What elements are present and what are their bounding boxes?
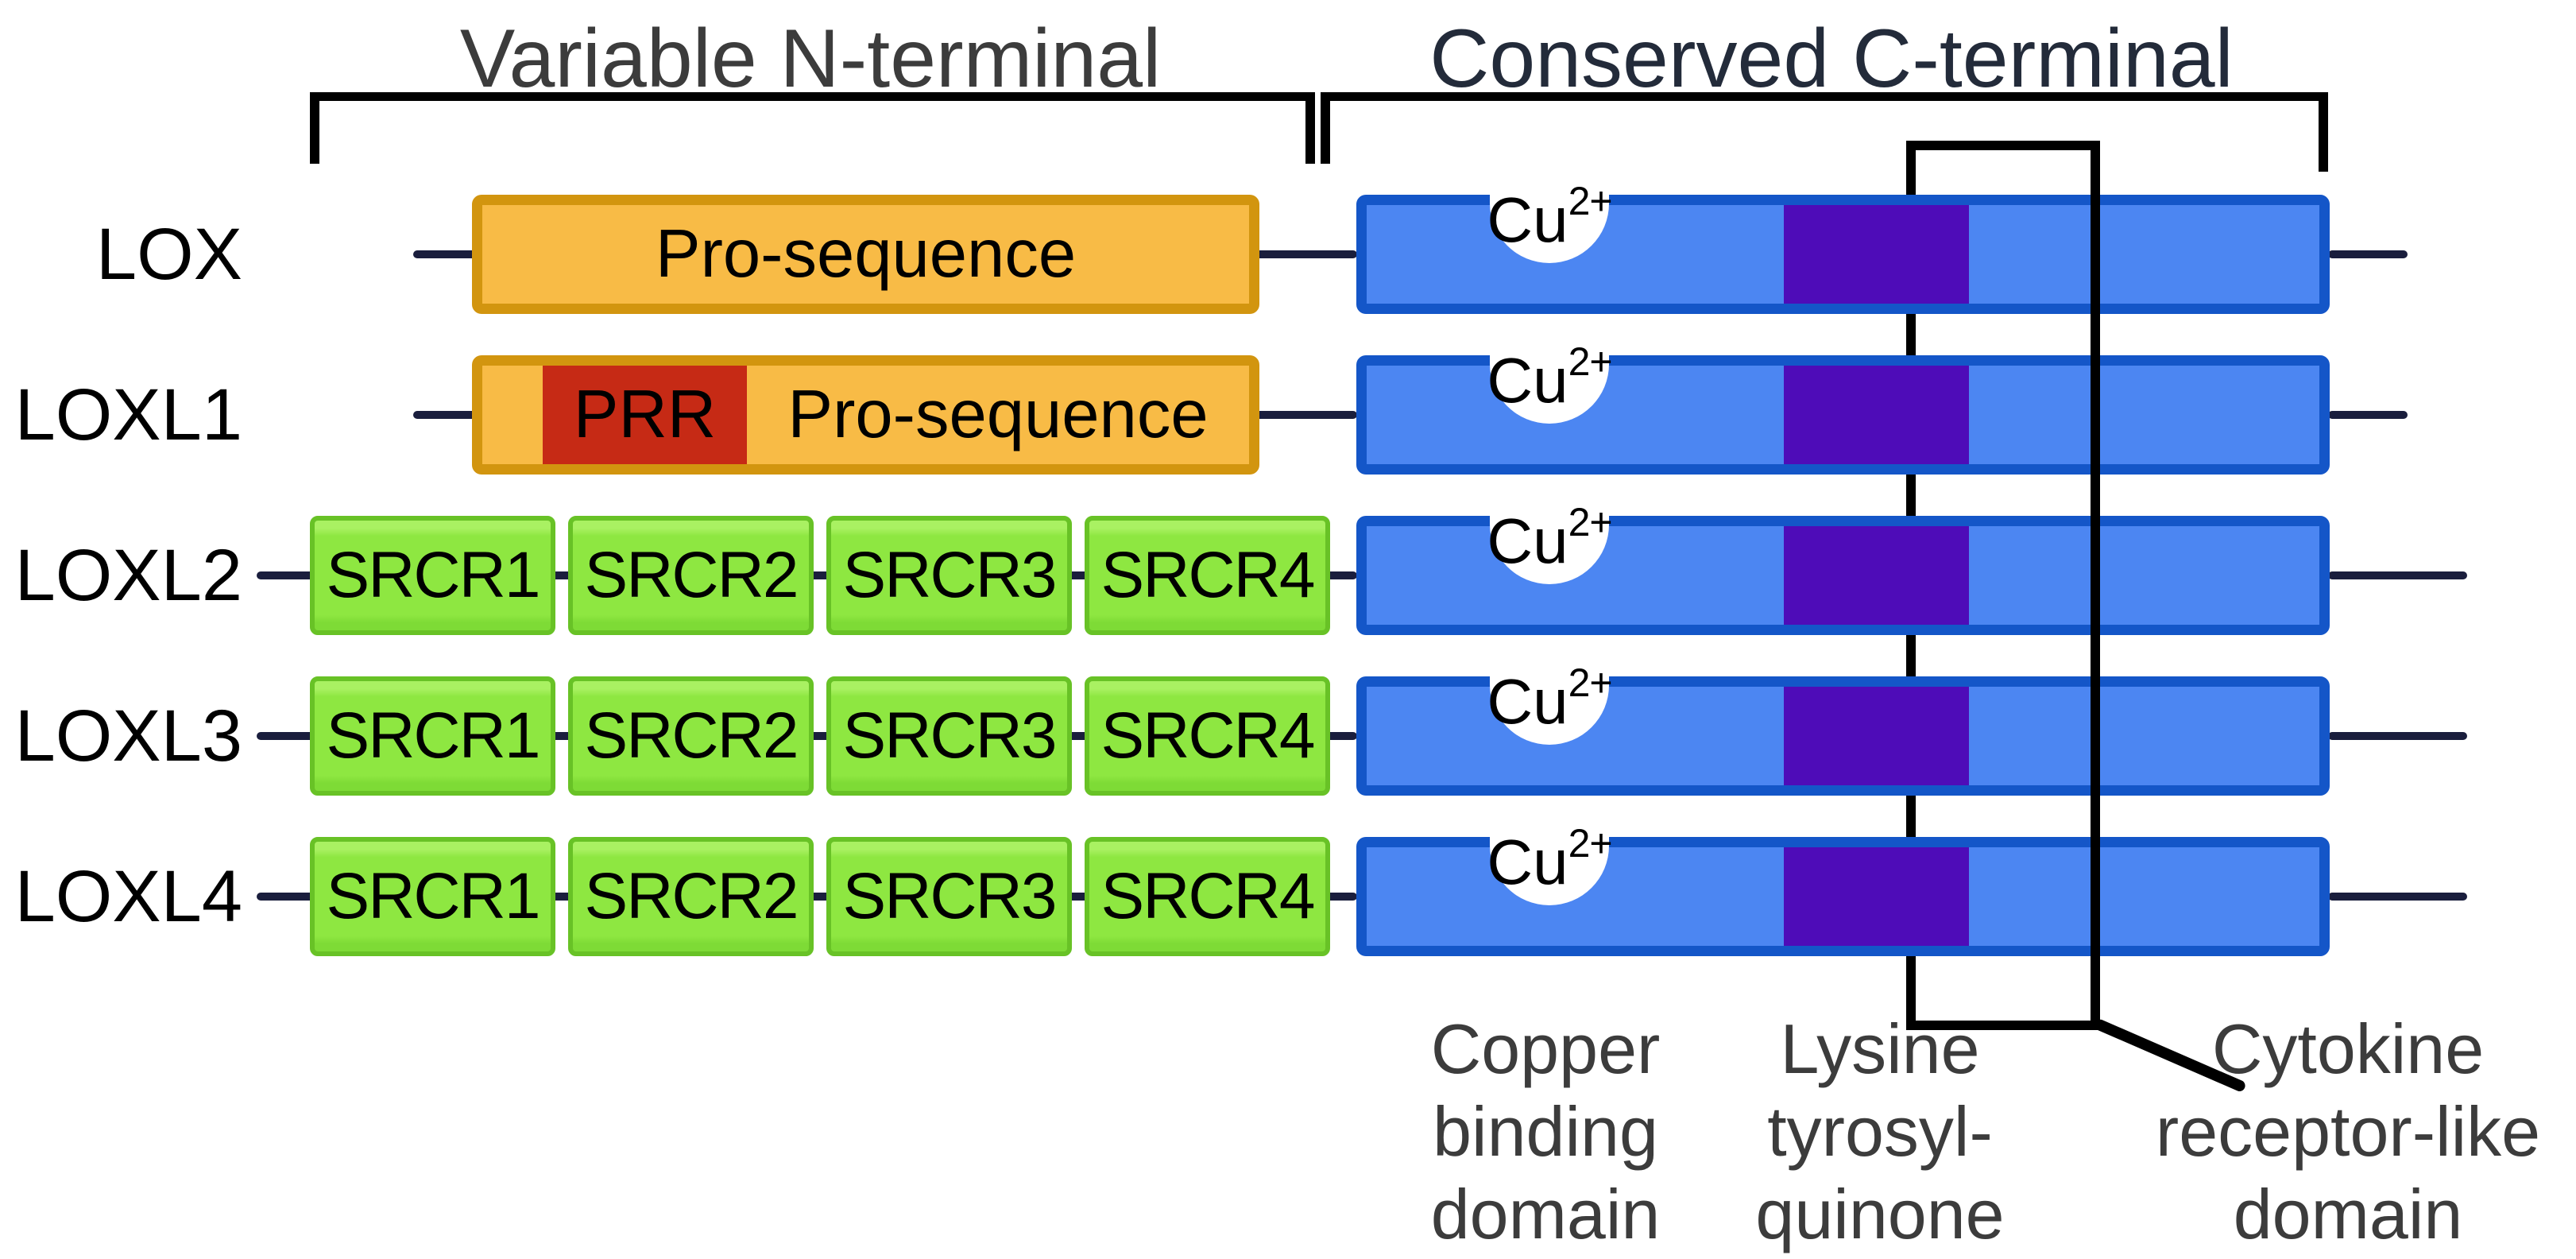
lysine-tyrosylquinone-caption: Lysine tyrosyl- quinone: [1642, 1008, 2118, 1256]
loxl3-srcr1-box: SRCR1: [310, 676, 555, 796]
loxl4-srcr1-box: SRCR1: [310, 837, 555, 956]
cu-ion-label: Cu2+: [1430, 823, 1669, 894]
ltq-region: [1784, 847, 1969, 946]
caption-line: Lysine: [1780, 1009, 1980, 1088]
srcr3-label: SRCR3: [842, 860, 1058, 932]
caption-line: quinone: [1755, 1175, 2005, 1253]
srcr1-label: SRCR1: [326, 860, 541, 932]
srcr1-label: SRCR1: [326, 699, 541, 772]
loxl2-srcr4-box: SRCR4: [1085, 516, 1330, 635]
pro-sequence-label: Pro-sequence: [655, 216, 1077, 292]
cu-ion-label: Cu2+: [1430, 342, 1669, 413]
ltq-region: [1784, 366, 1969, 464]
cu-text: Cu: [1487, 184, 1568, 255]
prr-region: PRR: [543, 366, 747, 464]
cytokine-domain-outline-right-edge: [2091, 141, 2100, 1030]
cu-ion-label: Cu2+: [1430, 502, 1669, 573]
cu-ion-label: Cu2+: [1430, 663, 1669, 734]
cu-charge-superscript: 2+: [1568, 500, 1613, 544]
pro-sequence-label: Pro-sequence: [787, 377, 1209, 452]
variable-n-terminal-title: Variable N-terminal: [459, 13, 1162, 105]
cu-text: Cu: [1487, 827, 1568, 897]
loxl4-srcr2-box: SRCR2: [568, 837, 814, 956]
row-label-lox: LOX: [95, 214, 242, 295]
srcr4-label: SRCR4: [1100, 539, 1316, 611]
srcr4-label: SRCR4: [1100, 860, 1316, 932]
loxl3-catalytic-domain-box: Cu2+: [1356, 663, 2330, 796]
cu-text: Cu: [1487, 506, 1568, 576]
conserved-bracket-line: [1321, 92, 2328, 101]
loxl4-srcr3-box: SRCR3: [826, 837, 1072, 956]
caption-line: Copper: [1430, 1009, 1661, 1088]
srcr1-label: SRCR1: [326, 539, 541, 611]
lox-pro-sequence-box: Pro-sequence: [472, 195, 1259, 314]
backbone-loxl3-right: [2328, 732, 2467, 740]
cytokine-receptor-like-domain-caption: Cytokine receptor-like domain: [2110, 1008, 2576, 1256]
srcr4-label: SRCR4: [1100, 699, 1316, 772]
variable-bracket-right-tick: [1305, 92, 1315, 164]
caption-line: tyrosyl-: [1767, 1092, 1993, 1171]
caption-line: domain: [2233, 1175, 2463, 1253]
loxl3-srcr2-box: SRCR2: [568, 676, 814, 796]
row-label-loxl2: LOXL2: [14, 535, 242, 616]
cu-charge-superscript: 2+: [1568, 660, 1613, 705]
srcr3-label: SRCR3: [842, 539, 1058, 611]
row-label-loxl1: LOXL1: [14, 374, 242, 455]
cu-text: Cu: [1487, 666, 1568, 737]
srcr2-label: SRCR2: [584, 539, 799, 611]
conserved-c-terminal-title: Conserved C-terminal: [1429, 13, 2234, 105]
conserved-bracket-left-tick: [1321, 92, 1330, 164]
caption-line: Cytokine: [2211, 1009, 2485, 1088]
variable-bracket-line: [310, 92, 1315, 101]
caption-line: domain: [1430, 1175, 1661, 1253]
ltq-region: [1784, 205, 1969, 304]
loxl2-catalytic-domain-box: Cu2+: [1356, 502, 2330, 635]
backbone-loxl1-right: [2328, 411, 2408, 419]
loxl1-pro-sequence-box: PRR Pro-sequence: [472, 355, 1259, 475]
cu-charge-superscript: 2+: [1568, 179, 1613, 223]
variable-bracket-left-tick: [310, 92, 319, 164]
srcr2-label: SRCR2: [584, 860, 799, 932]
loxl3-srcr4-box: SRCR4: [1085, 676, 1330, 796]
loxl1-catalytic-domain-box: Cu2+: [1356, 342, 2330, 475]
loxl2-srcr3-box: SRCR3: [826, 516, 1072, 635]
srcr2-label: SRCR2: [584, 699, 799, 772]
cu-text: Cu: [1487, 345, 1568, 416]
conserved-bracket-right-tick: [2319, 92, 2328, 172]
cu-ion-label: Cu2+: [1430, 181, 1669, 252]
cu-charge-superscript: 2+: [1568, 821, 1613, 866]
backbone-loxl4-right: [2328, 893, 2467, 901]
backbone-lox-right: [2328, 250, 2408, 258]
loxl2-srcr1-box: SRCR1: [310, 516, 555, 635]
ltq-region: [1784, 526, 1969, 625]
cu-charge-superscript: 2+: [1568, 339, 1613, 384]
lox-catalytic-domain-box: Cu2+: [1356, 181, 2330, 314]
loxl4-catalytic-domain-box: Cu2+: [1356, 823, 2330, 956]
loxl1-pro-sequence-label-area: Pro-sequence: [747, 366, 1249, 464]
ltq-region: [1784, 687, 1969, 785]
row-label-loxl3: LOXL3: [14, 695, 242, 777]
copper-binding-domain-caption: Copper binding domain: [1307, 1008, 1784, 1256]
row-label-loxl4: LOXL4: [14, 856, 242, 937]
prr-label: PRR: [573, 377, 717, 452]
backbone-loxl2-right: [2328, 571, 2467, 579]
caption-line: receptor-like: [2155, 1092, 2541, 1171]
loxl3-srcr3-box: SRCR3: [826, 676, 1072, 796]
caption-line: binding: [1433, 1092, 1658, 1171]
loxl2-srcr2-box: SRCR2: [568, 516, 814, 635]
loxl4-srcr4-box: SRCR4: [1085, 837, 1330, 956]
srcr3-label: SRCR3: [842, 699, 1058, 772]
